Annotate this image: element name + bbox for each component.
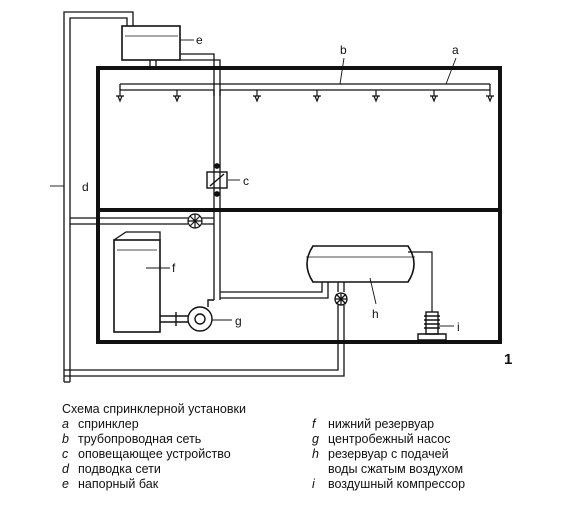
building-upper-floor xyxy=(96,66,502,212)
legend-item-h: h резервуар с подачей воды сжатым воздухо… xyxy=(312,447,562,477)
legend-item-f: f нижний резервуар xyxy=(312,417,562,432)
label-i: i xyxy=(457,320,460,334)
label-d: d xyxy=(82,180,89,194)
legend-item-i: i воздушный компрессор xyxy=(312,477,562,492)
legend-text: резервуар с подачей воды сжатым воздухом xyxy=(328,447,464,476)
lower-reservoir-f xyxy=(113,239,161,333)
centrifugal-pump-g xyxy=(160,299,214,332)
alarm-device-c xyxy=(206,163,228,197)
legend-key: b xyxy=(62,432,69,446)
sprinkler-network-b xyxy=(119,83,491,96)
legend-key: e xyxy=(62,477,69,491)
label-g: g xyxy=(235,314,242,328)
header-tank-e xyxy=(121,25,181,61)
figure-number: 1 xyxy=(504,351,512,368)
legend-text: центробежный насос xyxy=(328,432,451,446)
label-f: f xyxy=(172,261,176,275)
legend-text: нижний резервуар xyxy=(328,417,435,431)
legend-key: d xyxy=(62,462,69,476)
legend-key: c xyxy=(62,447,69,461)
sprinkler-heads-a xyxy=(116,90,494,103)
label-c: c xyxy=(243,174,249,188)
tank-outlet-pipe xyxy=(64,282,348,377)
legend-key: f xyxy=(312,417,316,431)
legend-item-d: d подводка сети xyxy=(62,462,302,477)
legend-item-c: c оповещающее устройство xyxy=(62,447,302,462)
label-h: h xyxy=(372,307,379,321)
legend-key: a xyxy=(62,417,69,431)
label-e: e xyxy=(196,33,203,47)
legend-column-left: a спринклер b трубопроводная сеть c оповещающ… xyxy=(62,417,302,492)
legend-text: подводка сети xyxy=(78,462,161,476)
legend-text: спринклер xyxy=(78,417,139,431)
sprinkler-system-diagram: a b c d e f g h i 1 xyxy=(50,11,512,383)
leader-lines xyxy=(50,39,457,327)
legend-key: g xyxy=(312,432,319,446)
air-line xyxy=(408,251,433,312)
legend-item-g: g центробежный насос xyxy=(312,432,562,447)
legend-text: воздушный компрессор xyxy=(328,477,466,491)
label-a: a xyxy=(452,43,459,57)
label-b: b xyxy=(340,43,347,57)
legend-text: оповещающее устройство xyxy=(78,447,231,461)
supply-valve xyxy=(99,213,214,229)
building-lower-floor xyxy=(96,208,502,344)
supply-pipe-d xyxy=(63,11,134,383)
legend-item-e: e напорный бак xyxy=(62,477,302,492)
pump-to-tank-pipe xyxy=(220,282,329,299)
legend-text: трубопроводная сеть xyxy=(78,432,202,446)
legend-text: напорный бак xyxy=(78,477,159,491)
legend-title: Схема спринклерной установки xyxy=(62,402,246,416)
legend-item-b: b трубопроводная сеть xyxy=(62,432,302,447)
pressure-tank-h xyxy=(306,245,415,283)
legend-key: h xyxy=(312,447,319,461)
air-compressor-i xyxy=(417,311,447,341)
legend-key: i xyxy=(312,477,315,491)
legend-item-a: a спринклер xyxy=(62,417,302,432)
